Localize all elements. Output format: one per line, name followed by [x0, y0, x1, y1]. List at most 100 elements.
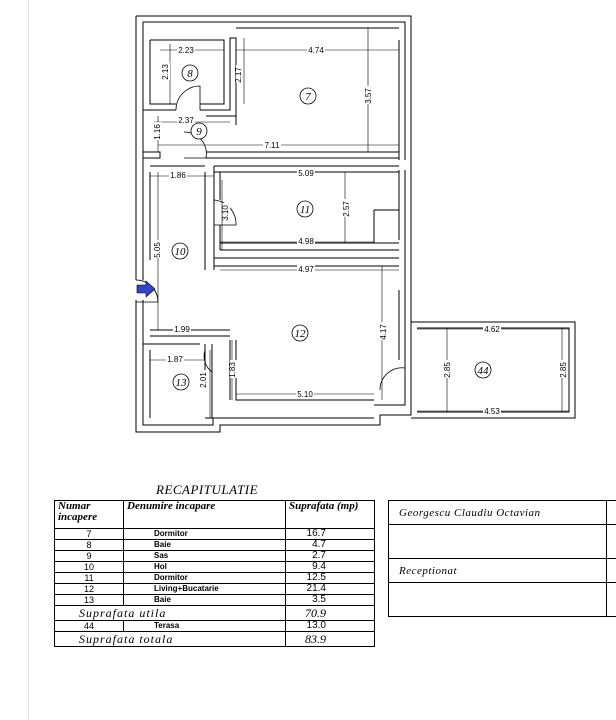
dimension-label-bg — [201, 370, 208, 388]
room-number-label: 7 — [305, 91, 311, 103]
owner-name: Georgescu Claudiu Octavian — [388, 500, 607, 525]
recap-table: Numar incapere Denumire incapare Suprafa… — [54, 500, 375, 647]
table-row: 10 Hol 9.4 — [54, 561, 375, 573]
wall — [206, 151, 400, 159]
row-area: 21.4 — [285, 583, 375, 595]
door-swing — [213, 199, 237, 226]
door-swing — [379, 367, 406, 391]
terrace-outline — [411, 321, 576, 419]
wall — [143, 343, 213, 419]
useful-area-value: 70.9 — [285, 605, 375, 621]
table-row: 9 Sas 2.7 — [54, 550, 375, 562]
room-number-circle — [291, 324, 309, 342]
dimension-label: 7.11 — [265, 141, 281, 150]
dimension-label: 5.09 — [298, 169, 314, 178]
room-number-circle — [296, 200, 314, 218]
row-area: 3.5 — [285, 594, 375, 606]
dimension-label: 1.87 — [167, 355, 183, 364]
dimension-label-bg — [296, 390, 314, 398]
door-swing — [175, 85, 201, 111]
header-number: Numar incapere — [54, 500, 124, 529]
dimension-label: 4.98 — [298, 237, 314, 246]
dimension-label: 2.57 — [342, 201, 351, 217]
owner-signature-cell — [388, 524, 607, 559]
header-area: Suprafata (mp) — [285, 500, 375, 529]
wall — [213, 166, 221, 270]
dimension-label: 5.05 — [153, 242, 162, 258]
dimension-label: 2.85 — [443, 362, 452, 378]
row-name: Hol — [123, 561, 286, 573]
dimension-label-bg — [445, 360, 452, 378]
dimension-label: 4.53 — [484, 407, 500, 416]
room-number-label: 13 — [176, 377, 188, 389]
door-swing — [183, 131, 207, 159]
room-number-circle — [181, 64, 199, 82]
row-number: 7 — [54, 528, 124, 540]
dimension-label-bg — [297, 169, 315, 177]
dimension-label: 4.62 — [484, 325, 500, 334]
dimension-label-bg — [561, 360, 568, 378]
dimension-label-bg — [297, 237, 315, 245]
row-number: 8 — [54, 539, 124, 551]
header-name: Denumire incapare — [123, 500, 286, 529]
door-swing — [203, 349, 213, 373]
recap-header-row: Numar incapere Denumire incapare Suprafa… — [54, 500, 375, 529]
dimension-label-bg — [155, 240, 162, 258]
dimension-label-bg — [177, 116, 195, 124]
row-number: 9 — [54, 550, 124, 562]
terrace-outline — [417, 327, 570, 413]
dimension-label: 4.97 — [298, 265, 314, 274]
wall — [373, 209, 399, 243]
row-area: 4.7 — [285, 539, 375, 551]
dimension-label-bg — [230, 360, 237, 378]
table-row: 8 Baie 4.7 — [54, 539, 375, 551]
dimension-label-bg — [163, 62, 170, 80]
dimension-label: 3.57 — [364, 88, 373, 104]
wall — [235, 27, 399, 125]
row-name: Baie — [123, 594, 286, 606]
dimension-label: 2.13 — [161, 64, 170, 80]
dimension-label-bg — [307, 46, 325, 54]
dimension-label-bg — [297, 265, 315, 273]
row-number: 10 — [54, 561, 124, 573]
total-area-label: Suprafata totala — [54, 631, 286, 647]
outer-wall — [135, 15, 412, 433]
received-signature-cell — [388, 582, 607, 617]
room-number-circle — [190, 122, 208, 140]
table-row: 7 Dormitor 16.7 — [54, 528, 375, 540]
dimension-label: 4.74 — [308, 46, 324, 55]
dimension-label: 2.01 — [199, 372, 208, 388]
row-name: Terasa — [123, 620, 286, 632]
room-number-circle — [474, 361, 492, 379]
dimension-label: 1.86 — [170, 171, 186, 180]
wall — [143, 37, 237, 117]
table-row: 11 Dormitor 12.5 — [54, 572, 375, 584]
dimension-label-bg — [155, 122, 162, 140]
row-area: 13.0 — [285, 620, 375, 632]
signature-table: Georgescu Claudiu Octavian Receptionat — [388, 500, 616, 617]
row-name: Dormitor — [123, 572, 286, 584]
room-number-label: 9 — [196, 126, 202, 138]
row-name: Baie — [123, 539, 286, 551]
total-area-row: Suprafata totala 83.9 — [54, 631, 375, 647]
dimension-label-bg — [483, 325, 501, 333]
dimension-label-bg — [483, 407, 501, 415]
row-area: 16.7 — [285, 528, 375, 540]
dimension-label-bg — [366, 86, 373, 104]
row-name: Sas — [123, 550, 286, 562]
dimension-label: 4.17 — [379, 324, 388, 340]
dimension-label-bg — [223, 203, 230, 221]
recap-title: RECAPITULATIE — [156, 482, 259, 497]
page-left-border — [28, 0, 29, 720]
row-number: 44 — [54, 620, 124, 632]
table-row: 44 Terasa 13.0 — [54, 620, 375, 632]
entrance-arrow-icon — [136, 280, 156, 298]
room-number-circle — [172, 373, 190, 391]
dimension-label-bg — [344, 199, 351, 217]
dimension-label: 2.23 — [178, 46, 194, 55]
table-row: 12 Living+Bucatarie 21.4 — [54, 583, 375, 595]
room-number-label: 12 — [295, 328, 307, 340]
useful-area-row: Suprafata utila 70.9 — [54, 605, 375, 621]
dimension-label-bg — [263, 141, 281, 149]
